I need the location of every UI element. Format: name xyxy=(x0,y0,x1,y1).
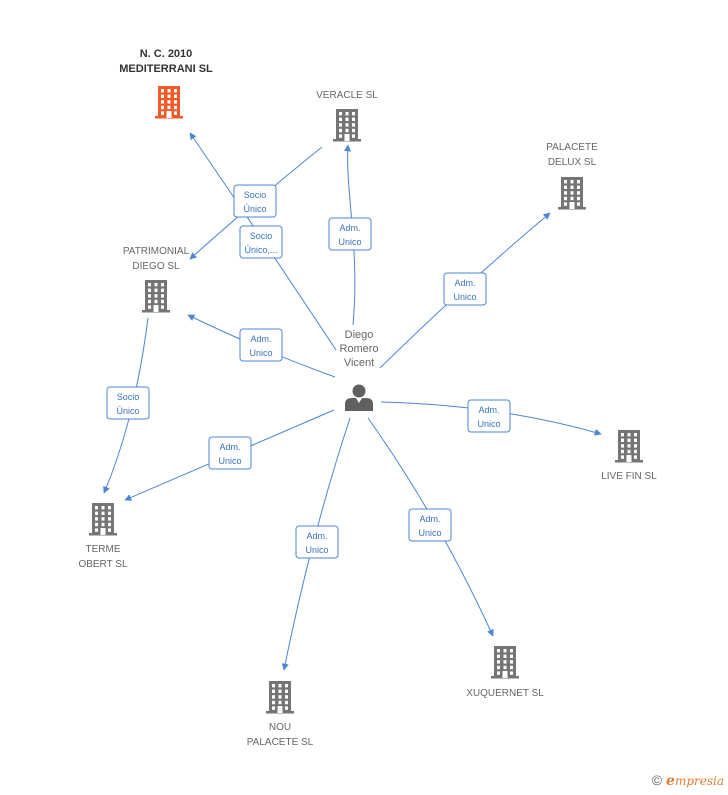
building-icon[interactable] xyxy=(89,503,117,536)
building-icon[interactable] xyxy=(491,646,519,679)
edge-label-frame xyxy=(295,525,339,559)
edge-label-text: Unico xyxy=(477,419,500,429)
copyright-icon: © xyxy=(651,772,663,788)
company-name-palacete_delux[interactable]: PALACETE xyxy=(546,142,598,153)
edge-label-text: Unico xyxy=(418,528,441,538)
edge-label-frame xyxy=(408,508,452,542)
edge-label-box[interactable]: Adm. Unico xyxy=(239,328,283,362)
edge-label-text: Socio xyxy=(117,392,140,402)
edge-label-text: Único xyxy=(116,406,139,416)
company-name-nc2010[interactable]: MEDITERRANI SL xyxy=(119,63,213,75)
edge-label-text: Adm. xyxy=(339,223,360,233)
edge-label-text: Unico xyxy=(249,348,272,358)
building-icon[interactable] xyxy=(558,177,586,210)
company-name-nou_palacete[interactable]: PALACETE SL xyxy=(247,737,314,748)
edge-labels-layer: Adm.UnicoAdm.UnicoAdm.UnicoSocioÚnico,..… xyxy=(106,184,511,559)
edge-label-box[interactable]: Adm. Unico xyxy=(443,272,487,306)
person-icon[interactable] xyxy=(345,384,373,412)
edge-label-frame xyxy=(443,272,487,306)
company-name-live_fin[interactable]: LIVE FIN SL xyxy=(601,471,657,482)
edge-label-frame xyxy=(467,399,511,433)
edge-label-text: Unico xyxy=(338,237,361,247)
edge-label-text: Adm. xyxy=(419,514,440,524)
company-name-terme_obert[interactable]: OBERT SL xyxy=(78,559,128,570)
edge-label-text: Unico xyxy=(305,545,328,555)
company-name-patrimonial[interactable]: DIEGO SL xyxy=(132,261,180,272)
building-icon[interactable] xyxy=(155,86,183,119)
edge-label-text: Adm. xyxy=(306,531,327,541)
person-name[interactable]: Romero xyxy=(339,343,378,355)
edge-label-text: Adm. xyxy=(219,442,240,452)
edge-label-box[interactable]: Adm. Unico xyxy=(467,399,511,433)
edge-label-frame xyxy=(106,386,150,420)
edge-label-text: Adm. xyxy=(250,334,271,344)
edge-label-text: Único,... xyxy=(244,245,277,255)
edge-label-text: Único xyxy=(243,204,266,214)
person-name[interactable]: Vicent xyxy=(344,357,374,369)
edge-label-frame xyxy=(239,328,283,362)
footer-brand: ©empresia xyxy=(652,772,724,789)
building-icon[interactable] xyxy=(333,109,361,142)
edge-label-text: Unico xyxy=(453,292,476,302)
brand-logo[interactable]: empresia xyxy=(666,773,724,789)
company-name-xuquernet[interactable]: XUQUERNET SL xyxy=(466,688,544,699)
company-name-patrimonial[interactable]: PATRIMONIAL xyxy=(123,246,190,257)
edge-label-frame xyxy=(233,184,277,218)
edge-label-text: Socio xyxy=(244,190,267,200)
building-icon[interactable] xyxy=(142,280,170,313)
edge-label-box[interactable]: SocioÚnico,... xyxy=(239,225,283,259)
company-name-terme_obert[interactable]: TERME xyxy=(86,544,121,555)
person-name[interactable]: Diego xyxy=(345,329,374,341)
edge-label-text: Adm. xyxy=(454,278,475,288)
building-icon[interactable] xyxy=(615,430,643,463)
edge-label-box[interactable]: Adm. Unico xyxy=(208,436,252,470)
company-name-nc2010[interactable]: N. C. 2010 xyxy=(140,48,193,60)
edge-label-frame xyxy=(328,217,372,251)
building-icon[interactable] xyxy=(266,681,294,714)
company-name-veracle[interactable]: VERACLE SL xyxy=(316,90,378,101)
edge-label-frame xyxy=(239,225,283,259)
edge-label-box[interactable]: Adm. Unico xyxy=(295,525,339,559)
edge-label-text: Unico xyxy=(218,456,241,466)
company-name-palacete_delux[interactable]: DELUX SL xyxy=(548,157,597,168)
edge-label-text: Socio xyxy=(250,231,273,241)
edge-label-text: Adm. xyxy=(478,405,499,415)
edge-label-box[interactable]: Adm. Unico xyxy=(328,217,372,251)
edge-label-box[interactable]: Adm. Unico xyxy=(408,508,452,542)
company-name-nou_palacete[interactable]: NOU xyxy=(269,722,291,733)
edge-label-frame xyxy=(208,436,252,470)
